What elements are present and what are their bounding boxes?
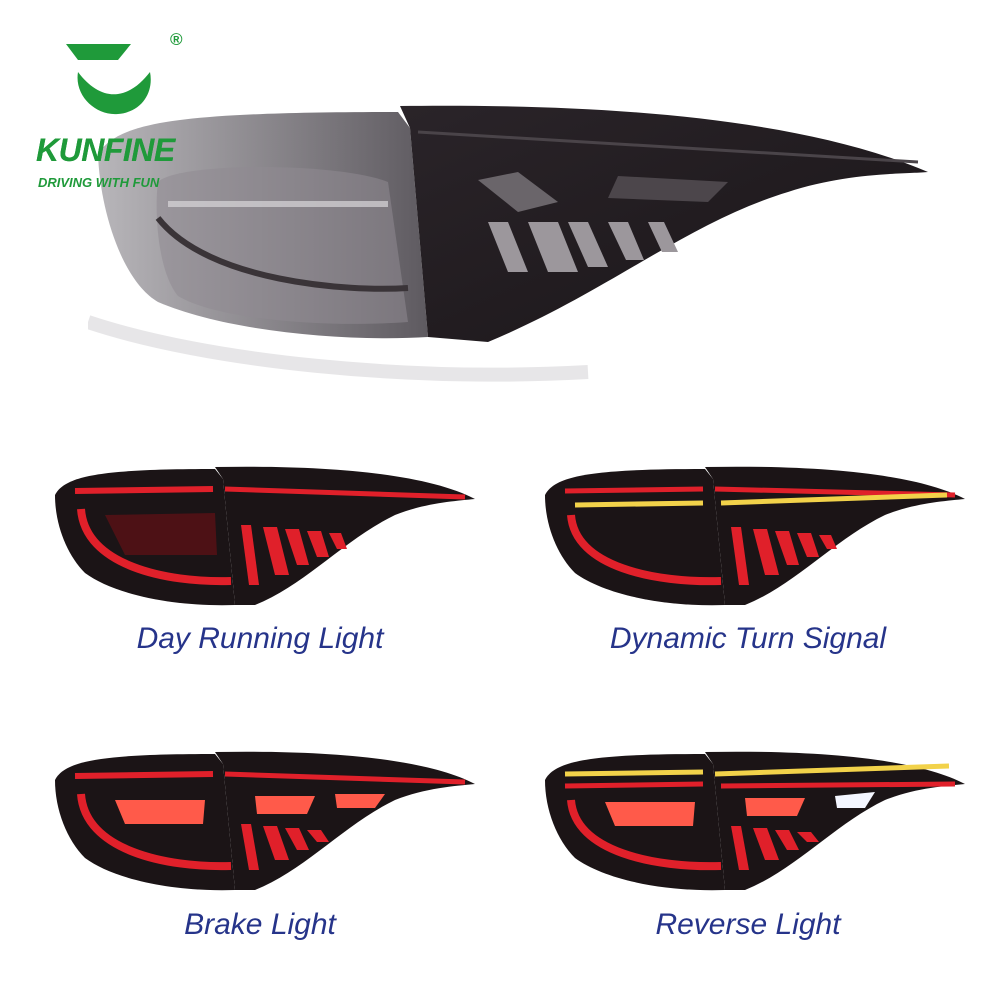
variant-brake (45, 740, 485, 920)
variant-turn (535, 455, 975, 635)
brand-name: KUNFINE (36, 132, 175, 168)
hero-tail-light (85, 92, 948, 392)
brand-logo: ® KUNFINE DRIVING WITH FUN (30, 28, 210, 189)
tail-light-brake-icon (55, 751, 475, 891)
caption-drl: Day Running Light (136, 622, 384, 655)
variant-reverse (535, 740, 975, 920)
tail-light-turn-icon (545, 466, 965, 606)
tail-light-smoked-icon (85, 105, 928, 382)
brand-tagline: DRIVING WITH FUN (38, 175, 160, 190)
caption-turn: Dynamic Turn Signal (609, 622, 887, 655)
brand-swoosh-icon (66, 44, 151, 115)
tail-light-reverse-icon (545, 751, 965, 891)
tail-light-drl-icon (55, 466, 475, 606)
registered-mark: ® (170, 30, 183, 49)
caption-reverse: Reverse Light (655, 908, 841, 941)
variant-drl (45, 455, 485, 635)
caption-brake: Brake Light (184, 908, 336, 941)
